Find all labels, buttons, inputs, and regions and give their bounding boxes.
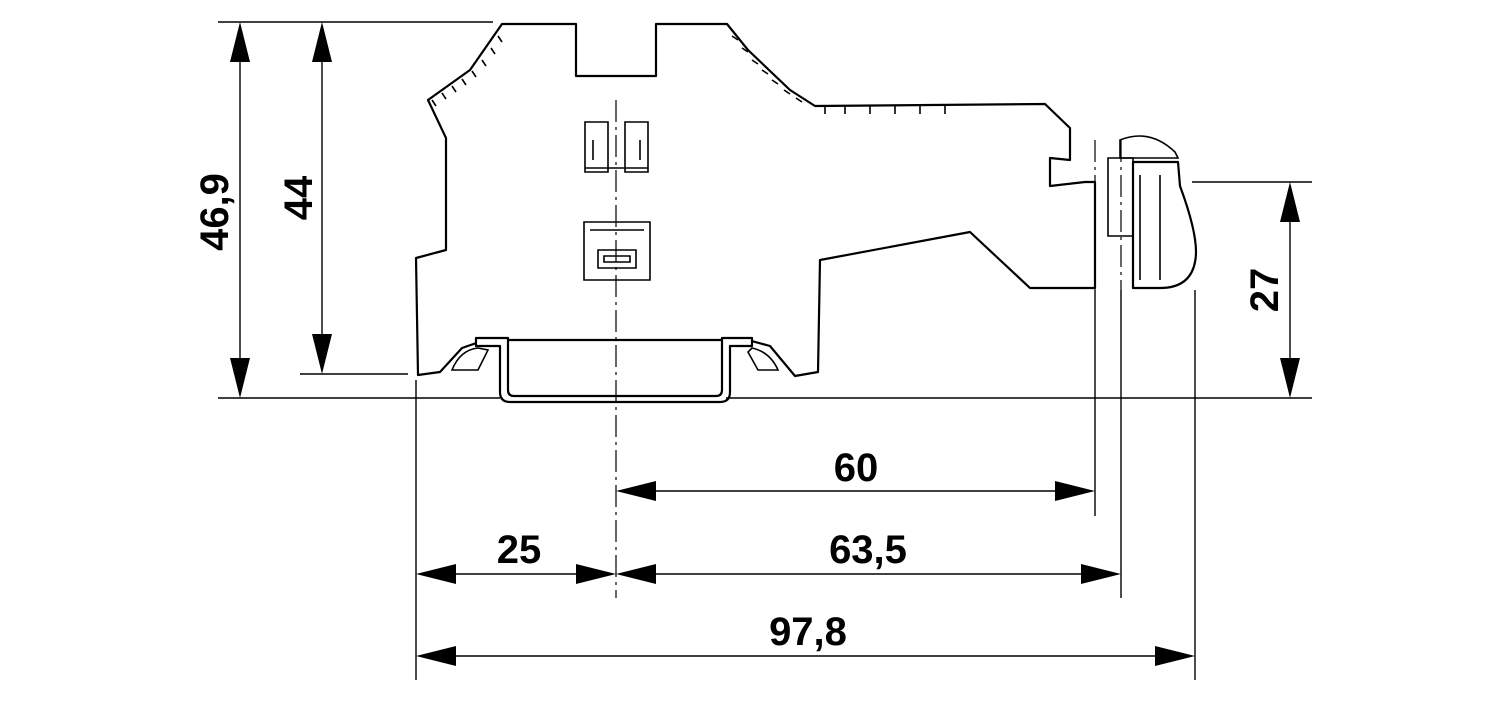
housing-serrations-left [431,35,503,107]
dimension-46-9: 46,9 [193,22,250,398]
dimension-label-27: 27 [1243,268,1287,313]
din-rail [474,336,754,404]
center-lines [615,100,1122,598]
dimension-63-5: 63,5 [616,528,1121,584]
terminal-block-housing [414,22,1097,378]
lower-clamp-window [583,221,651,281]
dimension-27: 27 [1243,182,1300,398]
dimension-25: 25 [416,528,616,584]
dimension-44: 44 [277,22,332,374]
dimension-60: 60 [616,446,1095,501]
dimension-label-63-5: 63,5 [829,528,907,572]
dimension-label-97-8: 97,8 [769,610,847,654]
dimension-label-60: 60 [834,446,879,490]
screw-clamp [1107,135,1198,290]
extension-lines [218,21,1312,680]
dimension-label-44: 44 [277,175,321,220]
rail-feet [450,347,780,371]
upper-clamp-window [584,121,649,173]
dimension-label-46-9: 46,9 [193,173,237,251]
dimension-label-25: 25 [497,528,542,572]
housing-serrations-right [731,35,946,114]
dimension-97-8: 97,8 [416,610,1195,666]
